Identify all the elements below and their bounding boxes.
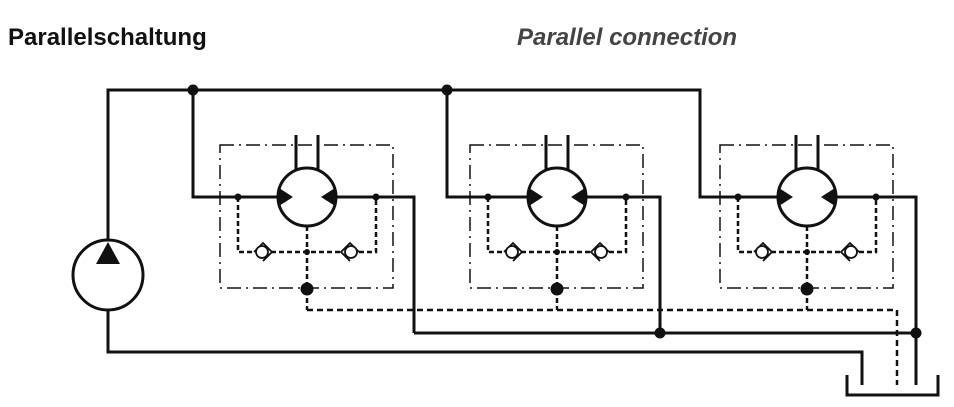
junction-dot <box>734 193 742 201</box>
motor-arrow-left <box>529 188 543 206</box>
supply-line <box>106 88 702 240</box>
check-valve-icon <box>503 241 524 262</box>
junction-dot <box>800 282 814 296</box>
motor-shaft <box>794 135 820 170</box>
motor-arrow-right <box>821 188 835 206</box>
check-valve-icon <box>839 241 860 262</box>
junction-dot <box>372 193 380 201</box>
junction-dots <box>187 84 922 339</box>
check-valve-icon <box>339 241 360 262</box>
main-lines <box>445 90 662 333</box>
return-line <box>414 197 918 385</box>
check-valve-icon <box>253 241 274 262</box>
junction-dot <box>622 193 630 201</box>
junction-dot <box>804 249 810 255</box>
drain-line <box>307 308 899 385</box>
motor-icon <box>776 166 838 228</box>
junction-dot <box>304 249 310 255</box>
check-valve-icon <box>589 241 610 262</box>
motor-module-2 <box>445 90 662 333</box>
junction-dot <box>484 193 492 201</box>
motor-arrow-left <box>279 188 293 206</box>
motor-icon <box>526 166 588 228</box>
junction-dot <box>300 282 314 296</box>
motor-shaft <box>544 135 570 170</box>
motor-arrow-left <box>779 188 793 206</box>
junction-dot <box>550 282 564 296</box>
main-lines <box>698 90 918 333</box>
pump-symbol <box>71 238 145 312</box>
motor-arrow-right <box>571 188 585 206</box>
motor-icon <box>276 166 338 228</box>
pump-return-line <box>106 310 864 385</box>
junction-dot <box>554 249 560 255</box>
check-valve-icon <box>753 241 774 262</box>
title-english: Parallel connection <box>517 24 738 51</box>
junction-dot <box>872 193 880 201</box>
title-german: Parallelschaltung <box>8 24 207 51</box>
motor-shaft <box>294 135 320 170</box>
motor-module-1 <box>191 90 416 333</box>
motor-arrow-right <box>321 188 335 206</box>
motor-module-3 <box>698 90 918 333</box>
junction-dot <box>234 193 242 201</box>
tank <box>845 375 940 397</box>
main-lines <box>191 90 416 333</box>
